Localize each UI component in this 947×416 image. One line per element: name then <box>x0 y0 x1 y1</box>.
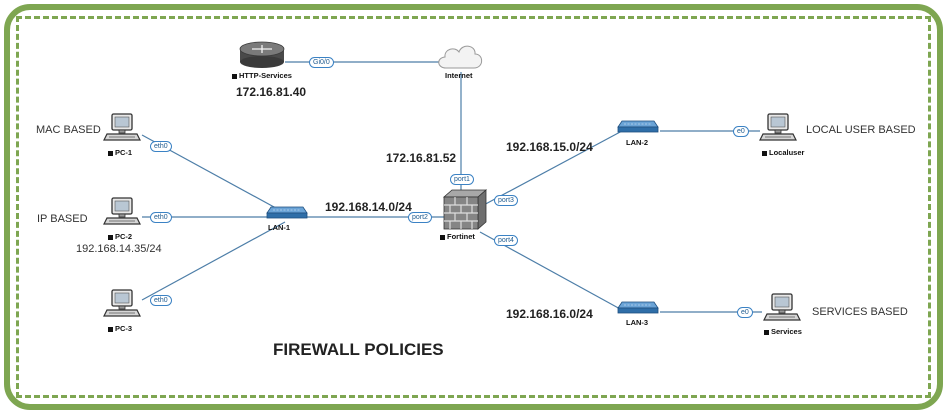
http-services-label: HTTP-Services <box>232 71 292 80</box>
pc2-label: PC-2 <box>108 232 132 241</box>
lan1-network: 192.168.14.0/24 <box>325 200 412 214</box>
pc1-label: PC-1 <box>108 148 132 157</box>
fortinet-ip: 172.16.81.52 <box>386 151 457 165</box>
pc2-ip: 192.168.14.35/24 <box>76 243 162 255</box>
http-services-ip: 172.16.81.40 <box>236 85 307 99</box>
localuser-port-e0: e0 <box>733 126 749 137</box>
pc3-label: PC-3 <box>108 324 132 333</box>
localuser-policy-note: LOCAL USER BASED <box>806 124 916 136</box>
firewall-icon <box>442 189 488 230</box>
fortinet-port3: port3 <box>494 195 518 206</box>
lan3-label: LAN-3 <box>626 318 649 327</box>
router-port-gi0-0: Gi0/0 <box>309 57 334 68</box>
links <box>141 61 762 313</box>
lan1-switch-icon <box>266 206 308 219</box>
inner-dashed-border <box>16 16 931 398</box>
services-policy-note: SERVICES BASED <box>812 306 908 318</box>
localuser-computer-icon <box>759 113 797 141</box>
pc1-policy-note: MAC BASED <box>36 124 101 136</box>
lan3-switch-icon <box>617 301 659 314</box>
fortinet-port2: port2 <box>408 212 432 223</box>
fortinet-port1: port1 <box>450 174 474 185</box>
services-computer-icon <box>763 293 801 321</box>
services-port-e0: e0 <box>737 307 753 318</box>
pc1-computer-icon <box>103 113 141 141</box>
pc1-port-eth0: eth0 <box>150 141 172 152</box>
internet-label: Internet <box>445 71 473 80</box>
lan3-network: 192.168.16.0/24 <box>506 307 593 321</box>
lan1-label: LAN-1 <box>268 223 291 232</box>
pc2-port-eth0: eth0 <box>150 212 172 223</box>
pc3-port-eth0: eth0 <box>150 295 172 306</box>
services-label: Services <box>764 327 802 336</box>
lan2-label: LAN-2 <box>626 138 649 147</box>
cloud-icon <box>438 45 483 69</box>
fortinet-port4: port4 <box>494 235 518 246</box>
pc3-computer-icon <box>103 289 141 317</box>
lan2-network: 192.168.15.0/24 <box>506 140 593 154</box>
router-icon <box>239 41 285 68</box>
link-fortinet-lan2 <box>479 130 623 208</box>
pc2-computer-icon <box>103 197 141 225</box>
localuser-label: Localuser <box>762 148 804 157</box>
link-pc3-lan1 <box>141 221 286 301</box>
lan2-switch-icon <box>617 120 659 133</box>
fortinet-label: Fortinet <box>440 232 475 241</box>
diagram-title: FIREWALL POLICIES <box>273 340 444 359</box>
pc2-policy-note: IP BASED <box>37 213 88 225</box>
